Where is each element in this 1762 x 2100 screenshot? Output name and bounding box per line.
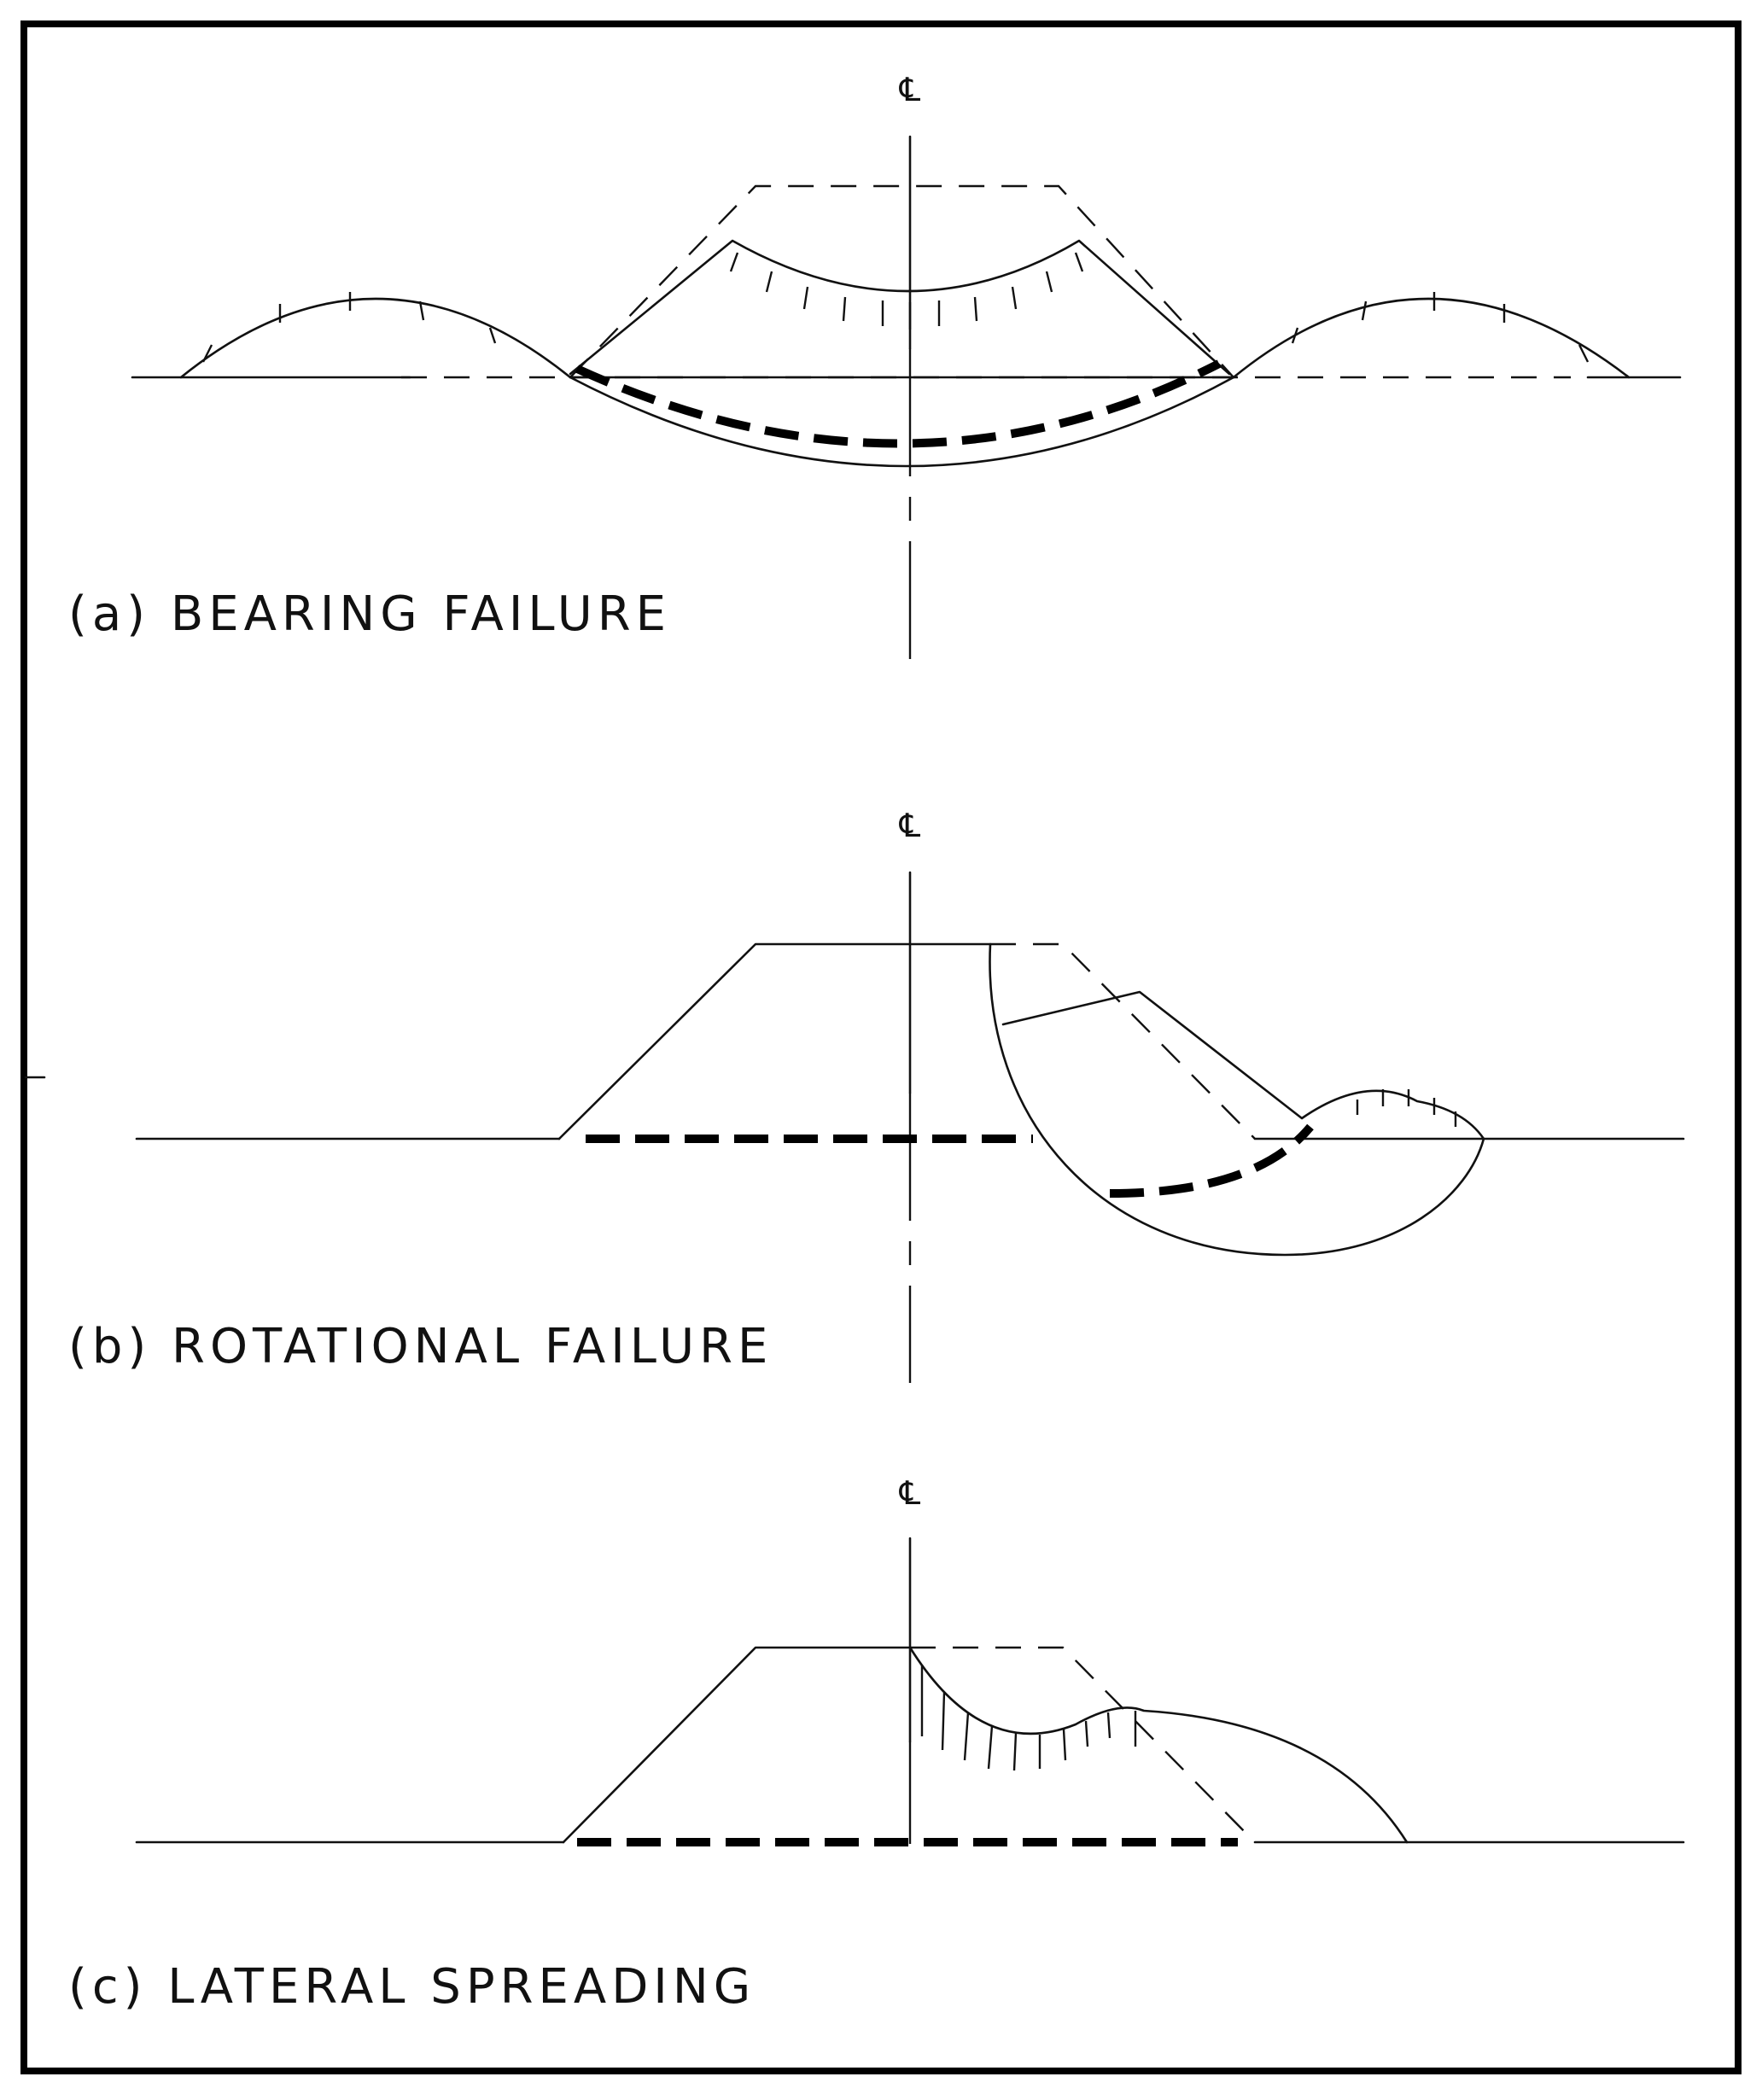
left-heave-ticks: [201, 292, 497, 363]
embankment-left-slope: [562, 1646, 912, 1844]
centerline-symbol: ℄: [899, 1474, 921, 1512]
original-embankment-right: [910, 1646, 1256, 1843]
rotational-slip-surface: [989, 942, 1485, 1257]
right-heave: [1232, 297, 1631, 379]
displaced-base-line: [1109, 1123, 1314, 1198]
displaced-base-line: [575, 359, 1222, 448]
original-embankment-right: [990, 942, 1256, 1140]
failure-surface: [569, 376, 1235, 468]
left-heave: [179, 297, 572, 379]
caption-a: (a) BEARING FAILURE: [68, 586, 671, 642]
panel-a-bearing-failure: ℄ (a) BEARING FAILURE: [68, 71, 1682, 659]
caption-b: (b) ROTATIONAL FAILURE: [68, 1319, 773, 1374]
lateral-spread-surface: [908, 1646, 1409, 1844]
embankment-left-slope: [557, 942, 992, 1140]
spread-ticks: [920, 1665, 1137, 1771]
settled-embankment: [569, 239, 1231, 376]
figure-frame: [20, 20, 1742, 2074]
panel-b-rotational-failure: ℄ (b) ROTATIONAL FAILURE: [24, 807, 1685, 1383]
original-embankment-outline: [569, 184, 1234, 378]
settled-crest-ticks: [729, 252, 1084, 330]
centerline-symbol: ℄: [899, 807, 921, 844]
caption-c: (c) LATERAL SPREADING: [68, 1959, 756, 2015]
centerline-symbol: ℄: [899, 71, 921, 108]
toe-heave-ticks: [1356, 1089, 1457, 1127]
displaced-block: [1001, 990, 1485, 1140]
panel-c-lateral-spreading: ℄ (c) LATERAL SPREADING: [68, 1474, 1685, 2015]
right-heave-ticks: [1291, 292, 1590, 363]
